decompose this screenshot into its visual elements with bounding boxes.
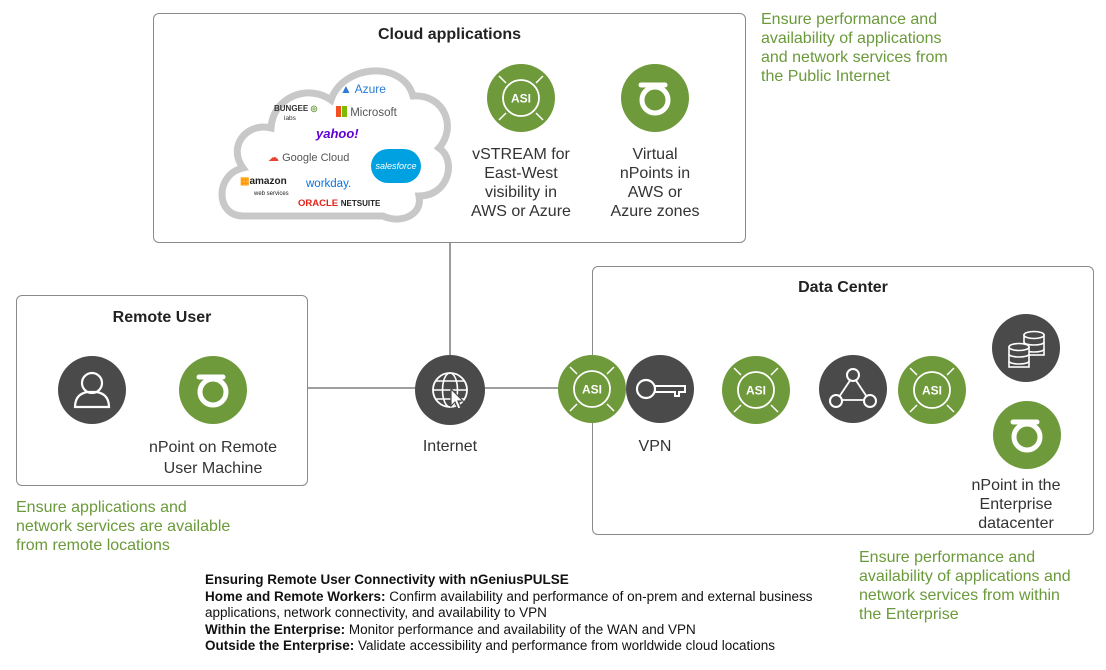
- datacenter-asi-icon-3: ASI: [897, 355, 967, 425]
- virtual-npoints-label: Virtual nPoints in AWS or Azure zones: [590, 145, 720, 221]
- virtual-npoints-line: Azure zones: [610, 203, 700, 220]
- salesforce-logo: salesforce: [371, 149, 421, 183]
- cloud-note-line: availability of applications: [761, 30, 942, 47]
- virtual-npoint-icon: [620, 63, 690, 133]
- virtual-npoints-line: AWS or: [627, 184, 683, 201]
- vpn-label: VPN: [638, 438, 672, 455]
- asi-badge-text: ASI: [511, 92, 531, 106]
- google-cloud-logo: ☁ Google Cloud: [268, 151, 349, 164]
- data-center-title: Data Center: [798, 279, 888, 296]
- virtual-npoints-line: nPoints in: [619, 165, 691, 182]
- legend-item-label: Home and Remote Workers:: [205, 588, 386, 604]
- cloud-note-line: Ensure performance and: [761, 11, 938, 28]
- enterprise-npoint-line: datacenter: [978, 515, 1054, 532]
- legend: Ensuring Remote User Connectivity with n…: [205, 572, 865, 655]
- globe-cursor-icon: [415, 355, 485, 425]
- legend-item-text: Validate accessibility and performance f…: [354, 638, 775, 653]
- legend-item: Within the Enterprise: Monitor performan…: [205, 622, 865, 639]
- enterprise-note: Ensure performance and availability of a…: [859, 548, 1104, 624]
- workday-logo: workday.: [306, 178, 352, 190]
- legend-item: Outside the Enterprise: Validate accessi…: [205, 638, 865, 655]
- asi-badge-text: ASI: [746, 384, 766, 398]
- enterprise-npoint-line: Enterprise: [979, 496, 1053, 513]
- database-icon: [992, 314, 1060, 382]
- datacenter-asi-icon-1: ASI: [557, 354, 627, 424]
- vstream-line: East-West: [484, 165, 558, 182]
- microsoft-logo: Microsoft: [336, 106, 397, 119]
- legend-item: Home and Remote Workers: Confirm availab…: [205, 589, 865, 622]
- vstream-asi-icon: ASI: [486, 63, 556, 133]
- remote-npoint-line: nPoint on Remote: [148, 439, 278, 456]
- datacenter-asi-icon-2: ASI: [721, 355, 791, 425]
- bungee-label: BUNGEE: [274, 104, 309, 113]
- person-icon: [58, 356, 126, 424]
- cloud-applications-title: Cloud applications: [377, 26, 522, 43]
- yahoo-logo: yahoo!: [316, 126, 359, 141]
- netsuite-label: NETSUITE: [340, 199, 381, 208]
- enterprise-npoint-line: nPoint in the: [971, 477, 1061, 494]
- remote-note-line: Ensure applications and: [16, 499, 187, 516]
- vstream-line: visibility in: [484, 184, 557, 201]
- oracle-label: ORACLE: [298, 198, 339, 209]
- microsoft-label: Microsoft: [350, 107, 397, 119]
- remote-note-line: network services are available: [16, 518, 231, 535]
- google-cloud-icon: ☁: [268, 152, 279, 164]
- amazon-sub-label: web services: [254, 191, 289, 197]
- legend-item-text: Monitor performance and availability of …: [345, 621, 696, 637]
- enterprise-npoint-label: nPoint in the Enterprise datacenter: [966, 476, 1066, 533]
- amazon-label: amazon: [249, 176, 287, 187]
- remote-user-title: Remote User: [112, 309, 212, 326]
- remote-note-line: from remote locations: [16, 537, 170, 554]
- remote-npoint-icon: [178, 355, 248, 425]
- azure-logo: ▲ Azure: [340, 82, 386, 96]
- enterprise-note-line: availability of applications and: [859, 568, 1071, 585]
- internet-label: Internet: [422, 438, 478, 455]
- cloud-note-line: the Public Internet: [761, 68, 890, 85]
- vstream-line: AWS or Azure: [471, 203, 571, 220]
- remote-npoint-line: User Machine: [163, 460, 263, 477]
- remote-npoint-label: nPoint on Remote User Machine: [133, 437, 293, 479]
- enterprise-note-line: the Enterprise: [859, 606, 959, 623]
- enterprise-note-line: Ensure performance and: [859, 549, 1036, 566]
- virtual-npoints-line: Virtual: [632, 146, 678, 163]
- bungee-sub-label: labs: [284, 115, 296, 122]
- azure-label: Azure: [354, 82, 386, 96]
- google-cloud-label: Google Cloud: [282, 152, 350, 164]
- enterprise-note-line: network services from within: [859, 587, 1060, 604]
- legend-heading: Ensuring Remote User Connectivity with n…: [205, 572, 569, 587]
- vstream-label: vSTREAM for East-West visibility in AWS …: [451, 145, 591, 221]
- remote-note: Ensure applications and network services…: [16, 498, 316, 555]
- microsoft-icon: [336, 106, 347, 117]
- vstream-line: vSTREAM for: [472, 146, 570, 163]
- oracle-netsuite-logo: ORACLE NETSUITE: [298, 198, 380, 209]
- network-triangle-icon: [819, 355, 887, 423]
- cloud-note-line: and network services from: [761, 49, 948, 66]
- bungee-logo: BUNGEE ◎labs: [274, 104, 318, 122]
- asi-badge-text: ASI: [582, 383, 602, 397]
- legend-item-text: Confirm availability and performance of …: [205, 588, 813, 621]
- cloud-note: Ensure performance and availability of a…: [761, 10, 1101, 86]
- asi-badge-text: ASI: [922, 384, 942, 398]
- key-icon: [626, 355, 694, 423]
- legend-item-label: Outside the Enterprise:: [205, 638, 355, 653]
- enterprise-npoint-icon: [992, 400, 1062, 470]
- legend-item-label: Within the Enterprise:: [205, 621, 346, 637]
